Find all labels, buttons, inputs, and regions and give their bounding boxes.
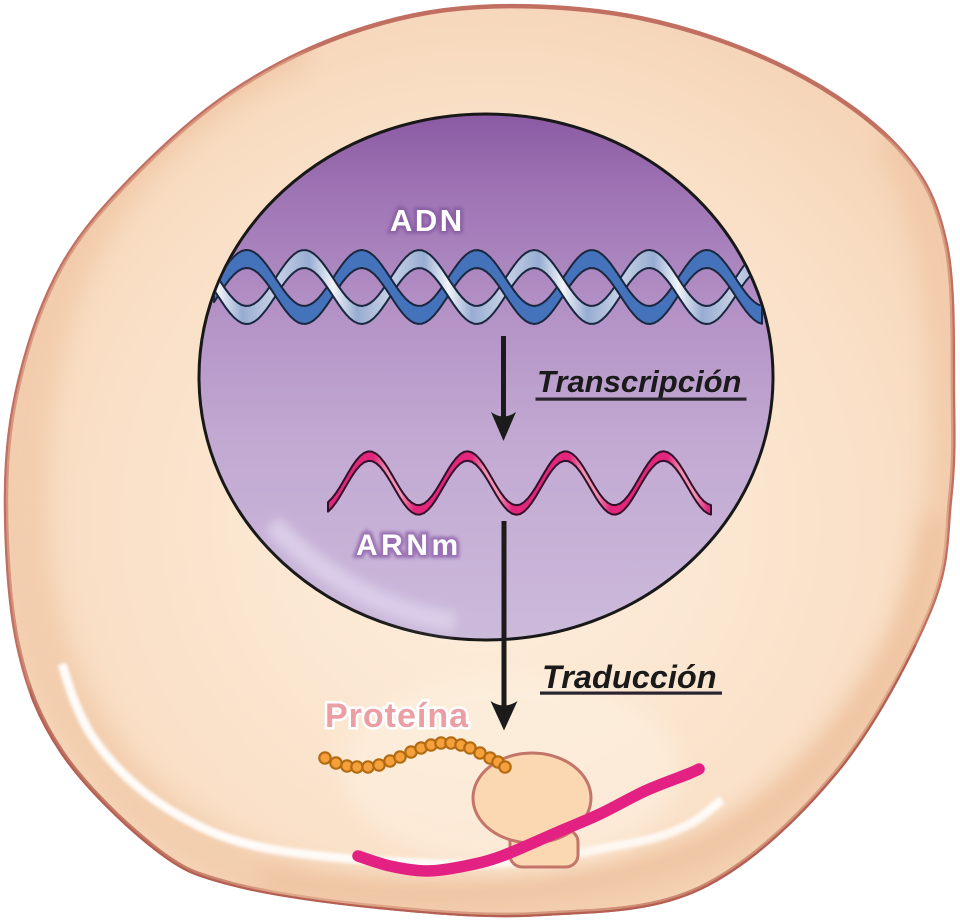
- svg-text:ARNm: ARNm: [356, 529, 462, 562]
- svg-text:Transcripción: Transcripción: [537, 364, 741, 399]
- svg-text:Proteína: Proteína: [325, 697, 469, 735]
- svg-text:ADN: ADN: [390, 203, 465, 238]
- svg-text:Traducción: Traducción: [542, 659, 717, 695]
- svg-text:ARNm: ARNm: [356, 529, 462, 562]
- svg-text:ADN: ADN: [390, 203, 465, 238]
